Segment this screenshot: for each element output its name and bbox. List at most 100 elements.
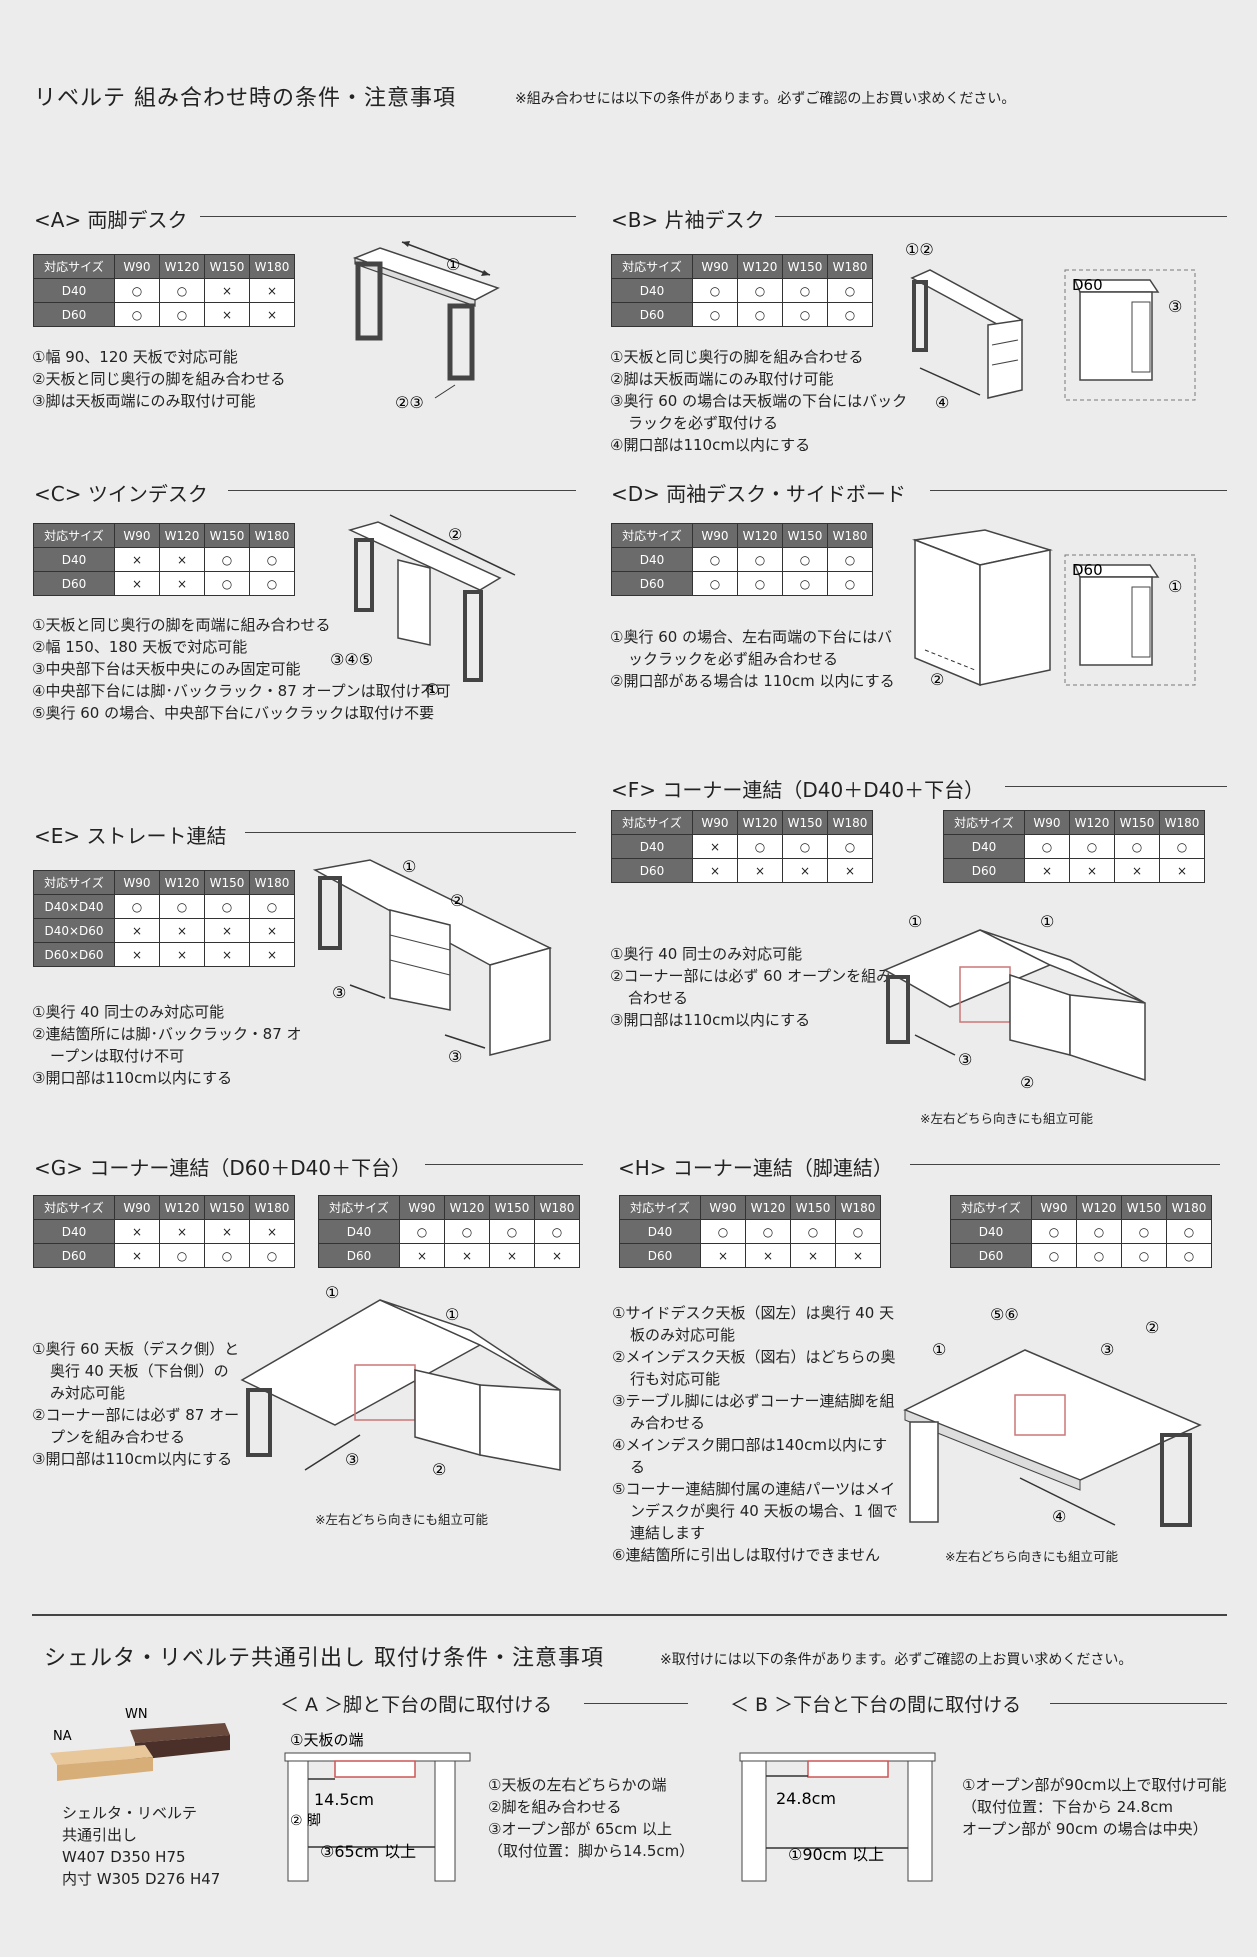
section-b-label-2: ④	[935, 393, 949, 412]
table-corner-header: 対応サイズ	[943, 810, 1025, 835]
table-col-header: W90	[692, 523, 738, 548]
table-cell: ×	[204, 1219, 250, 1244]
drawer-divider	[32, 1614, 1227, 1616]
note-line: ②連結箇所には脚･バックラック・87 オープンは取付け不可	[32, 1025, 302, 1065]
table-cell: ○	[249, 1243, 295, 1268]
table-cell: ○	[204, 571, 250, 596]
section-c-label-2: ②	[448, 525, 462, 544]
section-d-label-2: ②	[930, 670, 944, 689]
section-h-label-56: ⑤⑥	[990, 1305, 1019, 1324]
table-cell: ○	[700, 1219, 746, 1244]
table-row-label: D40	[611, 834, 693, 859]
table-cell: ○	[1031, 1219, 1077, 1244]
table-col-header: W150	[204, 254, 250, 279]
table-cell: ×	[159, 571, 205, 596]
table-row: D60××××	[619, 1243, 881, 1268]
table-cell: ×	[489, 1243, 535, 1268]
table-row-label: D60	[33, 571, 115, 596]
table-cell: ×	[1114, 858, 1160, 883]
section-h-label-2: ②	[1145, 1318, 1159, 1337]
note-line: ⑥連結箇所に引出しは取付けできません	[612, 1546, 880, 1564]
table-row: D40××××	[33, 1219, 295, 1244]
table-cell: ×	[249, 942, 295, 967]
table-row-label: D60	[33, 302, 115, 327]
note-line: ③テーブル脚には必ずコーナー連結脚を組み合わせる	[612, 1392, 895, 1432]
table-col-header: W150	[782, 254, 828, 279]
table-cell: ○	[1121, 1243, 1167, 1268]
table-row: D60××○○	[33, 571, 295, 596]
table-row: D60○○××	[33, 302, 295, 327]
note-line: ②開口部がある場合は 110cm 以内にする	[610, 672, 895, 690]
table-cell: ×	[827, 858, 873, 883]
table-col-header: W90	[1031, 1195, 1077, 1220]
table-cell: ×	[249, 1219, 295, 1244]
table-cell: ○	[737, 834, 783, 859]
table-col-header: W150	[790, 1195, 836, 1220]
table-cell: ×	[204, 942, 250, 967]
table-col-header: W120	[159, 254, 205, 279]
note-line: ②幅 150、180 天板で対応可能	[32, 638, 248, 656]
section-g-diagram: ① ① ③ ②	[240, 1283, 561, 1479]
table-corner-header: 対応サイズ	[619, 1195, 701, 1220]
section-c-label-1: ①	[425, 680, 439, 699]
note-line: ①天板と同じ奥行の脚を組み合わせる	[610, 348, 864, 366]
section-d-title: <D> 両袖デスク・サイドボード	[611, 482, 906, 506]
drawer-title: シェルタ・リベルテ共通引出し 取付け条件・注意事項	[44, 1646, 604, 1671]
section-f-rule	[1005, 786, 1227, 787]
table-cell: ○	[692, 302, 738, 327]
note-line: ②メインデスク天板（図右）はどちらの奥行も対応可能	[612, 1348, 896, 1388]
note-line: ③オープン部が 65cm 以上	[488, 1820, 673, 1838]
drawer-label-na: NA	[53, 1729, 72, 1744]
table-row: D60○○○○	[950, 1243, 1212, 1268]
table-cell: ×	[1159, 858, 1205, 883]
section-a-title: <A> 両脚デスク	[34, 208, 188, 232]
note-line: ①天板と同じ奥行の脚を両端に組み合わせる	[32, 616, 331, 634]
section-a-diagram: ① ②③	[352, 241, 500, 412]
table-col-header: W180	[827, 810, 873, 835]
table-row: D60×○○○	[33, 1243, 295, 1268]
table-col-header: W90	[700, 1195, 746, 1220]
table-corner-header: 対応サイズ	[611, 810, 693, 835]
table-cell: ×	[1069, 858, 1115, 883]
table-cell: ×	[159, 942, 205, 967]
table-cell: ○	[745, 1219, 791, 1244]
note-line: ①天板の左右どちらかの端	[488, 1776, 667, 1794]
note-line: ②コーナー部には必ず 60 オープンを組み合わせる	[610, 967, 892, 1007]
section-e-diagram: ① ② ③ ③	[312, 857, 553, 1066]
table-col-header: W150	[204, 1195, 250, 1220]
note-line: ③奥行 60 の場合は天板端の下台にはバックラックを必ず取付ける	[610, 392, 908, 432]
table-cell: ○	[249, 894, 295, 919]
table-col-header: W120	[745, 1195, 791, 1220]
table-corner-header: 対応サイズ	[33, 870, 115, 895]
table-cell: ×	[534, 1243, 580, 1268]
table-cell: ×	[745, 1243, 791, 1268]
table-col-header: W150	[782, 810, 828, 835]
section-h-label-3: ③	[1100, 1340, 1114, 1359]
table-cell: ×	[159, 918, 205, 943]
table-cell: ○	[827, 278, 873, 303]
table-row-label: D60	[33, 1243, 115, 1268]
section-g-title: <G> コーナー連結（D60＋D40＋下台）	[34, 1156, 412, 1180]
table-cell: ○	[737, 547, 783, 572]
table-cell: ○	[835, 1219, 881, 1244]
table-cell: ○	[782, 278, 828, 303]
table-col-header: W180	[249, 254, 295, 279]
section-g-footnote: ※左右どちら向きにも組立可能	[315, 1512, 488, 1527]
table-row-label: D60	[611, 858, 693, 883]
table-col-header: W90	[114, 523, 160, 548]
table-col-header: W150	[204, 523, 250, 548]
section-e-label-3a: ③	[332, 983, 346, 1002]
note-line: 共通引出し	[62, 1826, 138, 1844]
table-row-label: D40	[950, 1219, 1032, 1244]
drawer-note: ※取付けには以下の条件があります。必ずご確認の上お買い求めください。	[660, 1652, 1133, 1668]
table-cell: ○	[204, 1243, 250, 1268]
section-c-title: <C> ツインデスク	[34, 482, 208, 506]
table-cell: ○	[489, 1219, 535, 1244]
drawer-a-label-d2: ③65cm 以上	[320, 1842, 416, 1861]
note-line: オープン部が 90cm の場合は中央）	[962, 1820, 1208, 1838]
